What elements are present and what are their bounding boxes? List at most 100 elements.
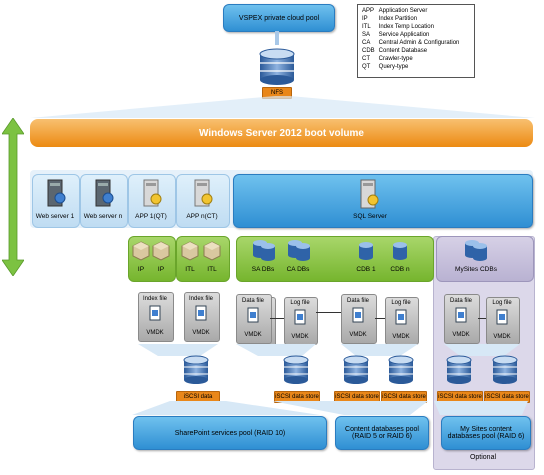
legend-desc: Central Admin & Configuration: [378, 40, 460, 46]
vmdk-label: VMDK: [452, 332, 470, 338]
file-label: Log file: [492, 300, 512, 306]
connector-line: [375, 318, 385, 319]
index-tile-label: ITL: [185, 266, 195, 273]
vmdk-label: VMDK: [146, 330, 164, 336]
legend-abbr: CDB: [362, 48, 375, 54]
ca-db-icon: [288, 240, 310, 261]
connector-line: [478, 318, 486, 319]
index-partition-icon: [132, 241, 150, 261]
content-pool-box: Content databases pool (RAID 5 or RAID 6…: [335, 416, 429, 450]
file-icon: [294, 309, 306, 325]
legend-row: ITL Index Temp Location: [362, 23, 463, 31]
file-label: Data file: [241, 298, 264, 304]
web-server-icon: [47, 179, 66, 207]
fan-shape: [132, 401, 528, 415]
iscsi-storage-icon: [446, 355, 472, 384]
fan-shape: [138, 344, 520, 356]
server-label: Web server 1: [35, 213, 75, 220]
legend-abbr: SA: [362, 32, 371, 38]
vmdk-tile: [385, 297, 419, 345]
boot-volume-label: Windows Server 2012 boot volume: [199, 127, 364, 139]
iscsi-storage-icon: [343, 355, 369, 384]
mysites-pool-label-2: databases pool (RAID 6): [447, 433, 525, 440]
optional-label: Optional: [469, 454, 497, 461]
index-tile-label: ITL: [207, 266, 217, 273]
legend-desc: Service Application: [378, 32, 430, 38]
legend-desc: Index Partition: [378, 16, 418, 22]
vspex-pool-box: VSPEX private cloud pool: [223, 4, 335, 32]
mysites-pool-label-1: My Sites content: [460, 426, 512, 433]
legend-abbr: QT: [362, 64, 371, 70]
legend-abbr: IP: [362, 16, 368, 22]
file-icon: [195, 305, 207, 321]
file-label: Index file: [142, 296, 167, 302]
legend-abbr: CT: [362, 56, 370, 62]
index-group-2: [176, 236, 230, 282]
legend-abbr: ITL: [362, 24, 371, 30]
server-label: APP n(CT): [186, 213, 218, 220]
vmdk-label: VMDK: [192, 330, 210, 336]
app-server-icon: [143, 179, 162, 207]
cdbn-icon: [393, 242, 407, 260]
legend-abbr: CA: [362, 40, 371, 46]
content-pool-label-1: Content databases pool: [345, 426, 419, 433]
iscsi-storage-icon: [492, 355, 518, 384]
legend-desc: Crawler-type: [378, 56, 413, 62]
index-group-1: [128, 236, 176, 282]
nfs-storage-icon: [259, 48, 295, 85]
file-icon: [352, 307, 364, 323]
file-label: Log file: [290, 300, 310, 306]
file-label: Index file: [188, 296, 213, 302]
content-pool-label-2: (RAID 5 or RAID 6): [352, 433, 412, 440]
legend-desc: Application Server: [378, 8, 428, 14]
sa-db-icon: [253, 240, 275, 261]
index-partition-icon: [152, 241, 170, 261]
iscsi-storage-icon: [388, 355, 414, 384]
vmdk-label: VMDK: [392, 334, 410, 340]
file-label: Data file: [449, 298, 472, 304]
file-icon: [395, 309, 407, 325]
iscsi-storage-icon: [183, 355, 209, 384]
legend-desc: Query-type: [378, 64, 409, 70]
vmdk-label: VMDK: [349, 332, 367, 338]
legend-row: IP Index Partition: [362, 15, 463, 23]
app-server-icon: [194, 179, 213, 207]
db-label: CA DBs: [286, 266, 310, 273]
legend-desc: Index Temp Location: [378, 24, 434, 30]
vmdk-tile: [486, 297, 520, 345]
vmdk-label: VMDK: [244, 332, 262, 338]
connector-line: [270, 318, 284, 319]
file-label: Data file: [346, 298, 369, 304]
file-icon: [149, 305, 161, 321]
sql-server-icon: [360, 179, 379, 209]
vspex-pool-label: VSPEX private cloud pool: [238, 14, 320, 22]
file-icon: [455, 307, 467, 323]
legend-row: CA Central Admin & Configuration: [362, 39, 463, 47]
server-label: APP 1(QT): [135, 213, 167, 220]
file-icon: [496, 309, 508, 325]
connector-line: [316, 312, 341, 313]
legend-row: CT Crawler-type: [362, 55, 463, 63]
db-label: CDB 1: [356, 266, 376, 273]
index-tile-label: IP: [157, 266, 165, 273]
arrow-down-icon: [275, 31, 279, 45]
cdb1-icon: [359, 242, 373, 260]
db-label: CDB n: [390, 266, 410, 273]
sql-server-label: SQL Server: [353, 213, 387, 220]
fan-shape: [30, 96, 535, 118]
legend-desc: Content Database: [378, 48, 428, 54]
index-temp-icon: [203, 241, 221, 261]
file-label: Log file: [391, 300, 411, 306]
server-label: Web server n: [83, 213, 123, 220]
iscsi-storage-icon: [283, 355, 309, 384]
vmdk-label: VMDK: [291, 334, 309, 340]
legend-abbr: APP: [362, 8, 375, 14]
double-arrow-icon: [2, 118, 24, 276]
web-server-icon: [95, 179, 114, 207]
sharepoint-pool-box: SharePoint services pool (RAID 10): [133, 416, 327, 450]
sharepoint-pool-label: SharePoint services pool (RAID 10): [174, 429, 286, 437]
sql-server-box: [233, 174, 533, 228]
